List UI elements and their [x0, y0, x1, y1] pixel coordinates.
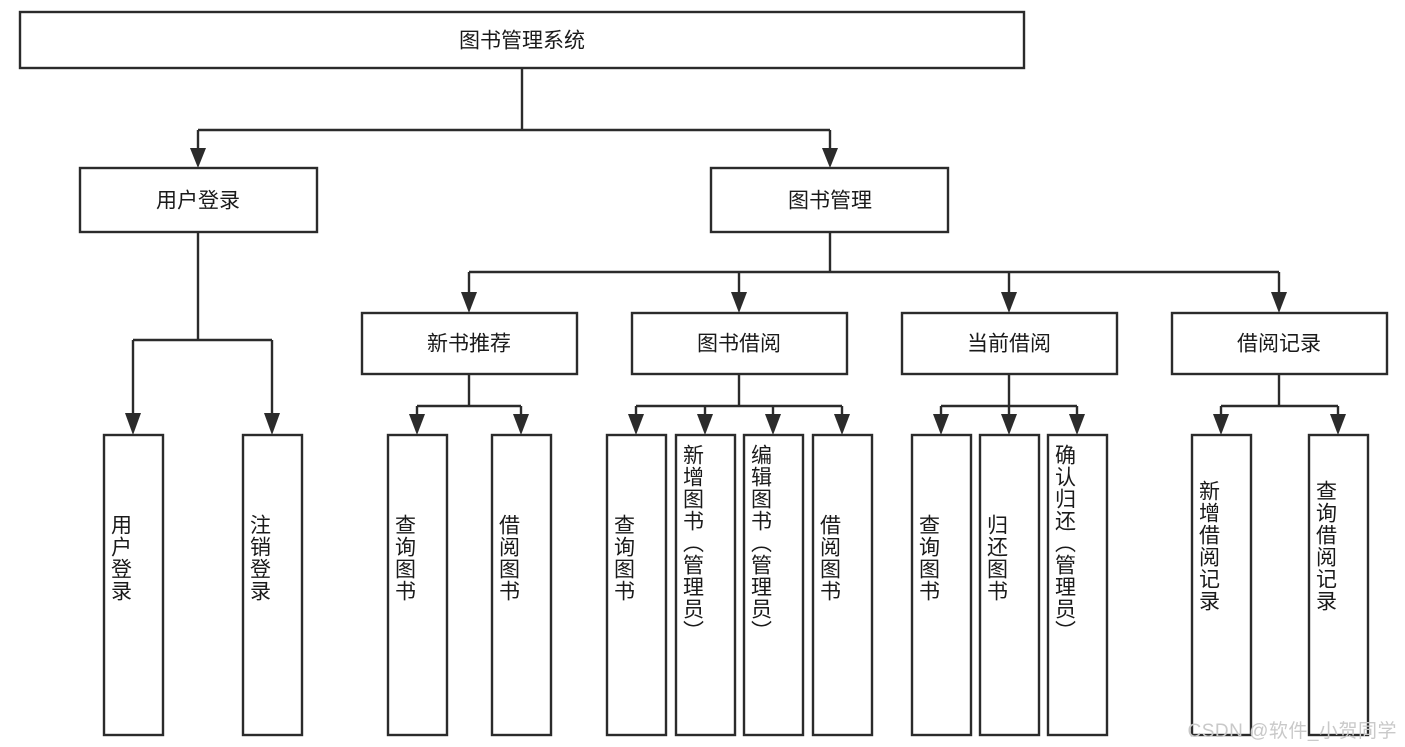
- node-root-label: 图书管理系统: [459, 30, 585, 53]
- node-current-borrow-label: 当前借阅: [967, 333, 1051, 356]
- node-user-login-label: 用户登录: [156, 190, 240, 213]
- connector-bookmgmt-to-level3: [461, 232, 1287, 313]
- node-book-management-label: 图书管理: [788, 190, 872, 213]
- node-leaf-add-record[interactable]: [1190, 433, 1253, 737]
- node-leaf-return-book[interactable]: [978, 433, 1041, 737]
- node-user-login[interactable]: 用户登录: [78, 166, 319, 234]
- node-book-management[interactable]: 图书管理: [709, 166, 950, 234]
- node-current-borrow[interactable]: 当前借阅: [900, 311, 1119, 376]
- node-book-borrow[interactable]: 图书借阅: [630, 311, 849, 376]
- node-new-book-recommend[interactable]: 新书推荐: [360, 311, 579, 376]
- connector-bookborrow-to-leaves: [628, 374, 850, 435]
- connector-newbook-to-leaves: [409, 374, 529, 435]
- node-leaf-borrow-book-1[interactable]: [490, 433, 553, 737]
- node-leaf-borrow-book-2[interactable]: [811, 433, 874, 737]
- node-leaf-logout-login[interactable]: [241, 433, 304, 737]
- node-leaf-user-login[interactable]: [102, 433, 165, 737]
- node-leaf-edit-book[interactable]: [742, 433, 805, 737]
- watermark-text: CSDN @软件_小贺同学: [1187, 721, 1397, 742]
- connector-root-to-level2: [190, 68, 838, 168]
- node-leaf-confirm-return[interactable]: [1046, 433, 1109, 737]
- node-borrow-record[interactable]: 借阅记录: [1170, 311, 1389, 376]
- node-book-borrow-label: 图书借阅: [697, 333, 781, 356]
- node-root[interactable]: 图书管理系统: [18, 10, 1026, 70]
- node-leaf-query-book-1[interactable]: [386, 433, 449, 737]
- node-leaf-add-book[interactable]: [674, 433, 737, 737]
- node-leaf-query-record[interactable]: [1307, 433, 1370, 737]
- node-borrow-record-label: 借阅记录: [1237, 333, 1321, 356]
- node-new-book-recommend-label: 新书推荐: [427, 333, 511, 356]
- connector-borrowrecord-to-leaves: [1213, 374, 1346, 435]
- connector-userlogin-to-leaves: [125, 232, 280, 435]
- connector-currentborrow-to-leaves: [933, 374, 1085, 435]
- node-leaf-query-book-2[interactable]: [605, 433, 668, 737]
- node-leaf-query-book-3[interactable]: [910, 433, 973, 737]
